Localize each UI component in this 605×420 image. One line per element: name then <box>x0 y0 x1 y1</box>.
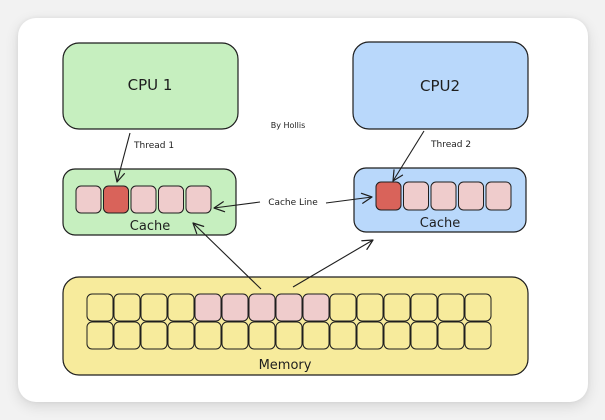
memory-cell <box>464 321 492 350</box>
cache2-cells <box>375 181 512 211</box>
cache2-cell <box>485 181 512 211</box>
credit-text: By Hollis <box>271 121 306 130</box>
memory-cell <box>86 321 114 350</box>
cache2-cell <box>403 181 429 211</box>
cache1-cells <box>75 185 212 214</box>
cpu2-label: CPU2 <box>420 77 460 95</box>
memory-cell <box>302 321 330 350</box>
cpu2-box: CPU2 <box>352 41 529 130</box>
memory-cell <box>356 321 384 350</box>
memory-cell <box>437 293 465 322</box>
cache1-cell <box>158 185 184 214</box>
memory-cell <box>437 321 465 350</box>
cache-line-label: Cache Line <box>268 198 318 208</box>
memory-cell <box>194 321 222 350</box>
memory-cell <box>140 293 168 322</box>
cache2-cell-active <box>375 181 402 211</box>
memory-cell <box>221 321 249 350</box>
cpu1-box: CPU 1 <box>62 42 239 130</box>
memory-cell <box>329 293 357 322</box>
memory-to-cache1-arrow <box>192 222 262 290</box>
memory-cell <box>167 321 195 350</box>
memory-cell <box>410 293 438 322</box>
memory-cell <box>464 293 492 322</box>
memory-cell <box>167 293 195 322</box>
thread2-arrow <box>392 130 425 182</box>
memory-cell <box>383 293 411 322</box>
cache-line-arrow-right <box>325 192 373 204</box>
memory-cell <box>140 321 168 350</box>
thread1-label: Thread 1 <box>133 141 174 151</box>
cache1-cell-active <box>103 185 129 214</box>
cache2-cell <box>430 181 457 211</box>
memory-cell <box>113 321 141 350</box>
cache2-label: Cache <box>420 216 460 231</box>
memory-box: Memory <box>62 276 529 376</box>
cache1-label: Cache <box>130 219 170 234</box>
cache1-cell <box>185 185 212 214</box>
memory-cell-cache-line <box>248 293 276 322</box>
cache2-cell <box>458 181 484 211</box>
cache1-cell <box>130 185 157 214</box>
memory-cell <box>86 293 114 322</box>
cache1-box: Cache <box>62 168 237 236</box>
memory-label: Memory <box>259 358 312 373</box>
cache1-cell <box>75 185 102 214</box>
cpu1-label: CPU 1 <box>128 76 173 94</box>
memory-cell <box>113 293 141 322</box>
memory-cell <box>356 293 384 322</box>
memory-cell-cache-line <box>302 293 330 322</box>
memory-cell-cache-line <box>194 293 222 322</box>
memory-cell <box>329 321 357 350</box>
memory-cell <box>383 321 411 350</box>
cache-line-arrow-left <box>213 201 261 213</box>
thread1-arrow <box>114 132 131 183</box>
memory-cell <box>275 321 303 350</box>
memory-cell <box>248 321 276 350</box>
memory-cell-cache-line <box>275 293 303 322</box>
memory-cell <box>410 321 438 350</box>
memory-cell-cache-line <box>221 293 249 322</box>
memory-cells <box>86 293 492 350</box>
thread2-label: Thread 2 <box>430 140 471 150</box>
cache2-box: Cache <box>353 167 527 233</box>
memory-to-cache2-arrow <box>292 239 374 288</box>
